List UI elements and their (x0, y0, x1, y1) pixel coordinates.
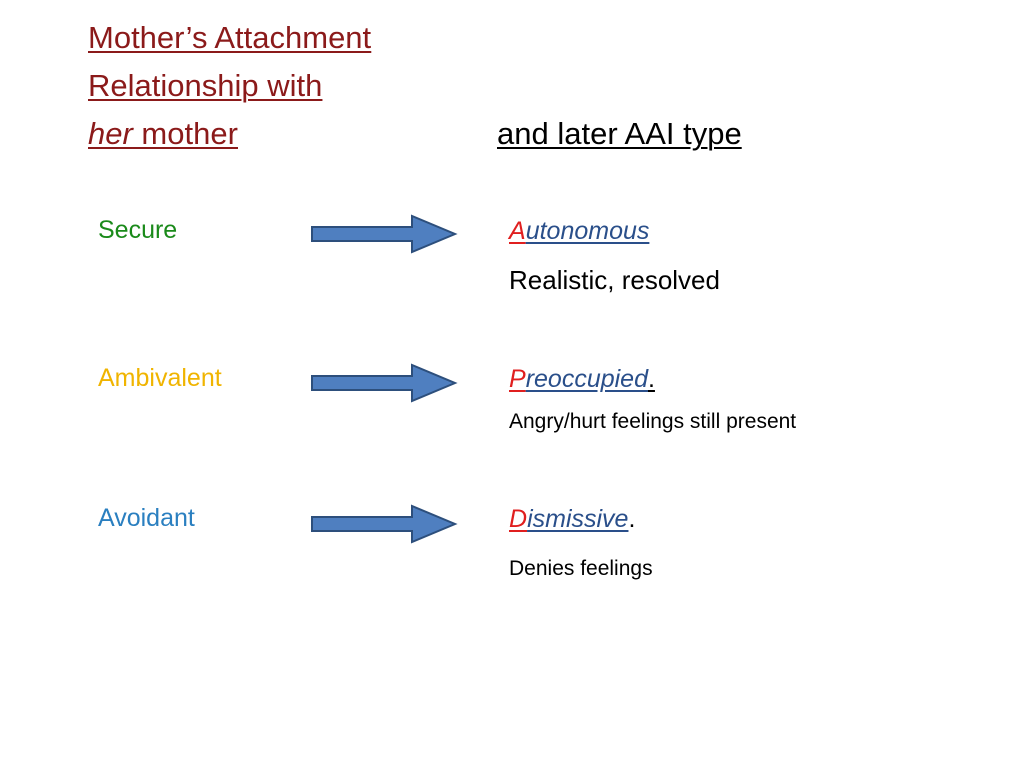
title-mother: mother (132, 116, 238, 151)
title-her: her (88, 116, 133, 151)
type-rest: utonomous (525, 217, 650, 245)
aai-type-preoccupied: Preoccupied. (509, 363, 655, 395)
type-rest: reoccupied (525, 365, 648, 393)
right-arrow-icon (311, 214, 458, 254)
attachment-label-ambivalent: Ambivalent (98, 364, 222, 392)
attachment-label-secure: Secure (98, 216, 178, 244)
title-line-3: her mother (88, 116, 238, 151)
type-initial: P (509, 365, 526, 393)
attachment-label-avoidant: Avoidant (98, 504, 195, 532)
type-punct: . (648, 365, 655, 393)
title-right: and later AAI type (497, 116, 742, 151)
aai-type-autonomous: Autonomous (509, 215, 649, 247)
title-left: Mother’s Attachment Relationship with he… (88, 14, 371, 158)
type-punct: . (628, 505, 636, 533)
right-arrow-icon (311, 363, 458, 403)
right-arrow-icon (311, 504, 458, 544)
type-rest: ismissive (527, 505, 629, 533)
type-initial: D (509, 505, 528, 533)
title-line-2: Relationship with (88, 68, 323, 103)
description-dismissive: Denies feelings (509, 557, 653, 580)
aai-type-dismissive: Dismissive. (509, 503, 635, 535)
type-initial: A (509, 217, 526, 245)
title-line-1: Mother’s Attachment (88, 20, 372, 55)
description-preoccupied: Angry/hurt feelings still present (509, 410, 797, 433)
description-autonomous: Realistic, resolved (509, 265, 720, 295)
